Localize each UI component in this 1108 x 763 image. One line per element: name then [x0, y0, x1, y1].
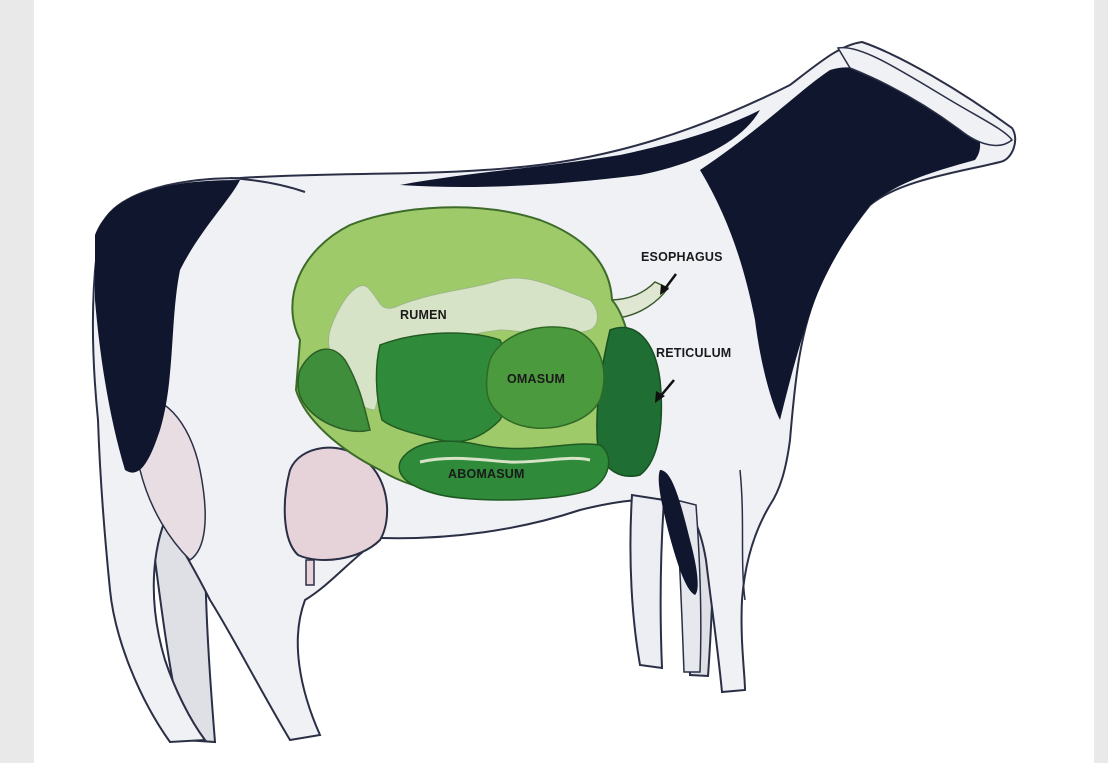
abomasum-label: ABOMASUM — [448, 467, 525, 481]
teat — [306, 560, 314, 585]
near-front-leg — [630, 495, 664, 668]
reticulum-label: RETICULUM — [656, 346, 731, 360]
esophagus-label: ESOPHAGUS — [641, 250, 723, 264]
omasum-label: OMASUM — [507, 372, 565, 386]
rumen-label: RUMEN — [400, 308, 447, 322]
